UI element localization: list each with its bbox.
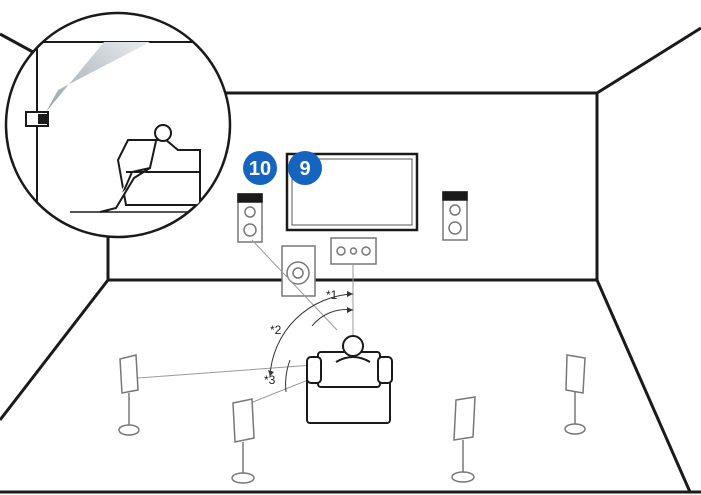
angle-label-1: *1 bbox=[326, 288, 338, 302]
front-left-guide-line bbox=[251, 239, 338, 331]
projector-beam bbox=[46, 42, 150, 112]
angle-label-3: *3 bbox=[264, 373, 276, 387]
inset-side-view bbox=[4, 11, 232, 239]
listener-icon bbox=[335, 335, 371, 363]
badge-9: 9 bbox=[288, 151, 322, 185]
surround-right-speaker-icon bbox=[564, 354, 586, 435]
angle-arc-2 bbox=[269, 293, 354, 377]
angle-label-2: *2 bbox=[270, 323, 282, 337]
projector-icon bbox=[25, 111, 49, 127]
badge-10: 10 bbox=[243, 151, 277, 185]
surround-back-right-speaker-icon bbox=[451, 396, 476, 483]
front-right-speaker-icon bbox=[442, 191, 468, 241]
inset-armchair-icon bbox=[116, 139, 201, 206]
subwoofer-icon bbox=[281, 245, 316, 297]
svg-text:10: 10 bbox=[249, 158, 271, 180]
side-guide-line bbox=[137, 363, 328, 379]
surround-back-left-speaker-icon bbox=[231, 398, 255, 484]
angle-arc-1 bbox=[311, 309, 354, 327]
right-floor-edge bbox=[595, 279, 692, 493]
surround-left-speaker-icon bbox=[118, 354, 140, 436]
front-left-speaker-icon bbox=[237, 193, 263, 243]
inset-listener-icon bbox=[99, 124, 172, 213]
angle-arcs bbox=[268, 291, 354, 393]
angle-arc-3 bbox=[285, 359, 291, 393]
armchair-icon bbox=[306, 351, 393, 424]
svg-text:9: 9 bbox=[299, 158, 310, 180]
right-ceiling-edge bbox=[596, 26, 701, 95]
center-speaker-icon bbox=[330, 237, 377, 265]
left-floor-edge bbox=[0, 279, 110, 421]
